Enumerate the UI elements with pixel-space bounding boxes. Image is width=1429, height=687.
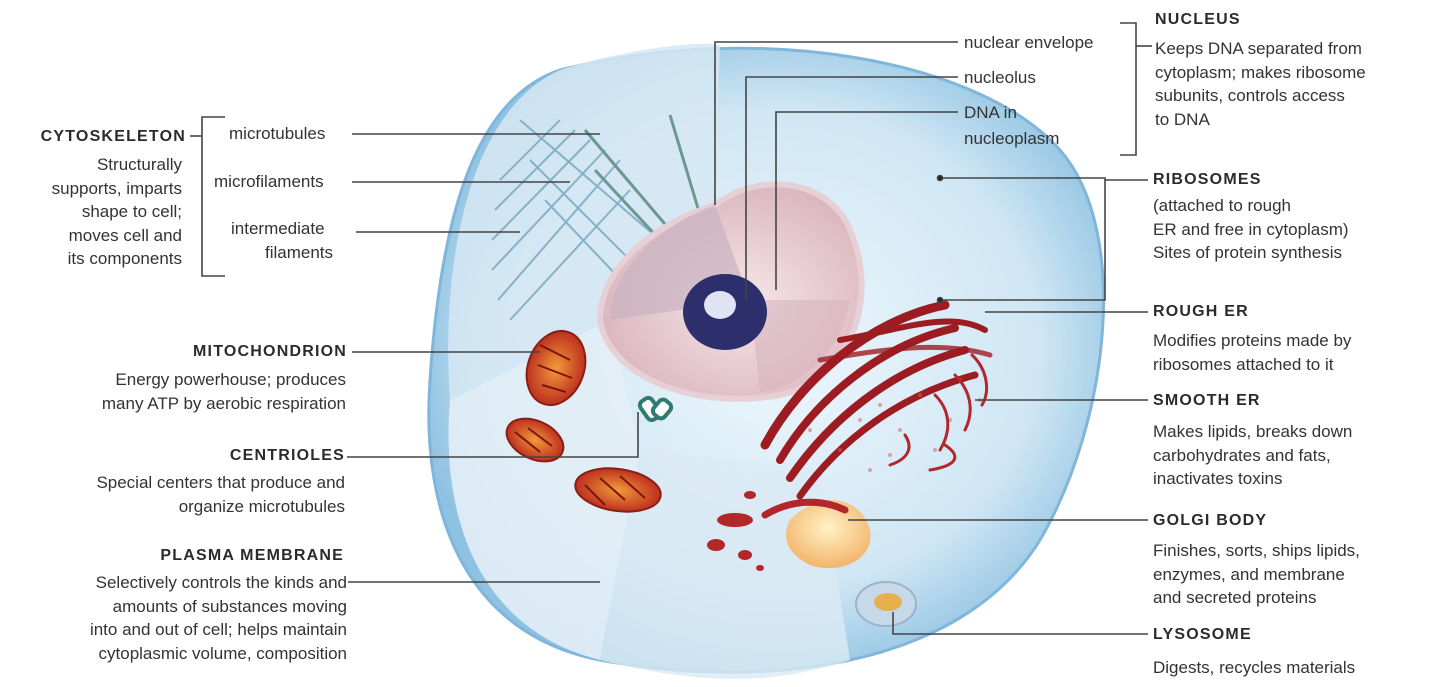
cytoskeleton-desc: Structurally supports, imparts shape to … — [52, 153, 182, 271]
centrioles-desc-line: organize microtubules — [96, 495, 345, 519]
rough-er-title: ROUGH ER — [1153, 302, 1249, 322]
nuclear-envelope-label: nuclear envelope — [964, 31, 1093, 54]
plasma-membrane-desc-line: Selectively controls the kinds and — [90, 571, 347, 595]
cytoskeleton-desc-line: shape to cell; — [52, 200, 182, 224]
nucleus-desc: Keeps DNA separated from cytoplasm; make… — [1155, 37, 1366, 131]
nucleus-desc-line: cytoplasm; makes ribosome — [1155, 61, 1366, 85]
lysosome-desc: Digests, recycles materials — [1153, 656, 1355, 680]
microfilaments-label: microfilaments — [214, 170, 324, 193]
smooth-er-title: SMOOTH ER — [1153, 391, 1261, 411]
ribosomes-desc-line: Sites of protein synthesis — [1153, 241, 1349, 265]
golgi-desc-line: Finishes, sorts, ships lipids, — [1153, 539, 1360, 563]
golgi-desc-line: enzymes, and membrane — [1153, 563, 1360, 587]
lysosome-desc-line: Digests, recycles materials — [1153, 656, 1355, 680]
centrioles-desc: Special centers that produce and organiz… — [96, 471, 345, 518]
intermediate-label: intermediate — [231, 217, 325, 240]
rough-er-desc-line: Modifies proteins made by — [1153, 329, 1351, 353]
filaments-label: filaments — [265, 241, 333, 264]
smooth-er-desc-line: inactivates toxins — [1153, 467, 1352, 491]
mitochondrion-title: MITOCHONDRION — [193, 342, 347, 362]
cytoskeleton-desc-line: supports, imparts — [52, 177, 182, 201]
cytoskeleton-desc-line: Structurally — [52, 153, 182, 177]
plasma-membrane-desc-line: cytoplasmic volume, composition — [90, 642, 347, 666]
mitochondrion-desc: Energy powerhouse; produces many ATP by … — [102, 368, 346, 415]
mitochondrion-desc-line: Energy powerhouse; produces — [102, 368, 346, 392]
golgi-title: GOLGI BODY — [1153, 511, 1267, 531]
dna-label-line2: nucleoplasm — [964, 127, 1059, 150]
plasma-membrane-title: PLASMA MEMBRANE — [160, 546, 344, 566]
centrioles-desc-line: Special centers that produce and — [96, 471, 345, 495]
nucleolus-shape — [704, 291, 736, 319]
ribosomes-desc: (attached to rough ER and free in cytopl… — [1153, 194, 1349, 265]
smooth-er-desc-line: Makes lipids, breaks down — [1153, 420, 1352, 444]
rough-er-desc: Modifies proteins made by ribosomes atta… — [1153, 329, 1351, 376]
plasma-membrane-desc-line: amounts of substances moving — [90, 595, 347, 619]
cytoskeleton-title: CYTOSKELETON — [41, 127, 186, 147]
plasma-membrane-desc-line: into and out of cell; helps maintain — [90, 618, 347, 642]
mitochondrion-desc-line: many ATP by aerobic respiration — [102, 392, 346, 416]
golgi-desc: Finishes, sorts, ships lipids, enzymes, … — [1153, 539, 1360, 610]
nucleolus-label: nucleolus — [964, 66, 1036, 89]
ribosomes-title: RIBOSOMES — [1153, 170, 1262, 190]
lysosome-shape — [856, 582, 916, 626]
plasma-membrane-desc: Selectively controls the kinds and amoun… — [90, 571, 347, 665]
dna-label-line1: DNA in — [964, 101, 1017, 124]
microtubules-label: microtubules — [229, 122, 325, 145]
cytoskeleton-desc-line: its components — [52, 247, 182, 271]
cytoskeleton-desc-line: moves cell and — [52, 224, 182, 248]
smooth-er-desc-line: carbohydrates and fats, — [1153, 444, 1352, 468]
lysosome-title: LYSOSOME — [1153, 625, 1252, 645]
nucleus-desc-line: Keeps DNA separated from — [1155, 37, 1366, 61]
golgi-desc-line: and secreted proteins — [1153, 586, 1360, 610]
smooth-er-desc: Makes lipids, breaks down carbohydrates … — [1153, 420, 1352, 491]
nucleus-desc-line: to DNA — [1155, 108, 1366, 132]
ribosomes-desc-line: (attached to rough — [1153, 194, 1349, 218]
nucleus-desc-line: subunits, controls access — [1155, 84, 1366, 108]
nucleus-title: NUCLEUS — [1155, 10, 1241, 30]
centrioles-title: CENTRIOLES — [230, 446, 345, 466]
ribosomes-desc-line: ER and free in cytoplasm) — [1153, 218, 1349, 242]
rough-er-desc-line: ribosomes attached to it — [1153, 353, 1351, 377]
